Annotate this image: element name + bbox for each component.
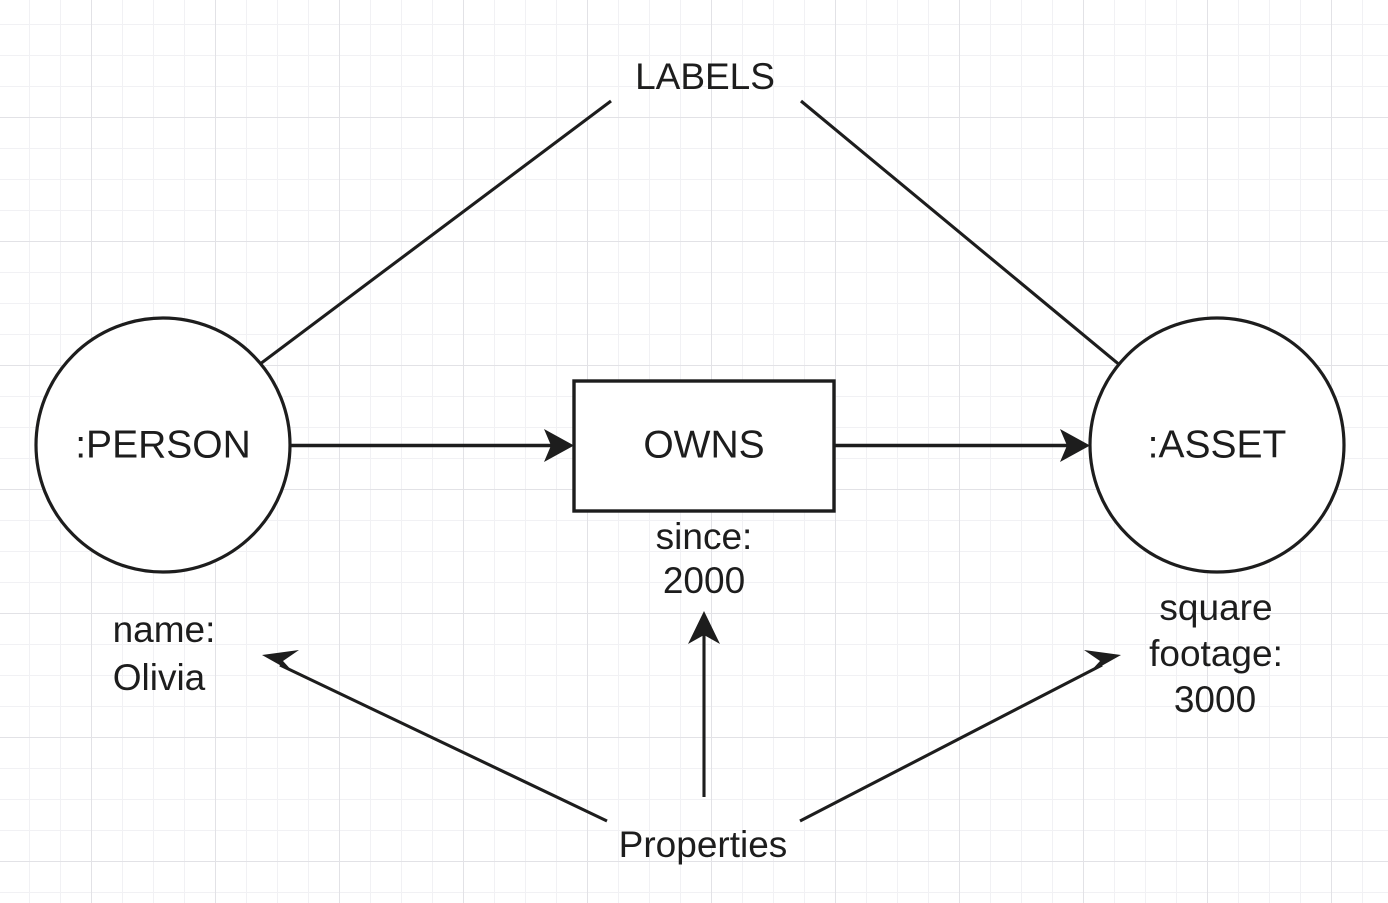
property-label-owns-line-1: since: <box>656 516 753 557</box>
edge-owns-to-asset[interactable] <box>834 429 1090 462</box>
arrow-head-icon <box>688 611 720 644</box>
property-label-asset-line-1: square <box>1159 587 1272 628</box>
arrow-head-icon <box>262 650 299 673</box>
edge-properties-to-name-property-line <box>279 663 608 823</box>
edge-labels-to-person-line <box>211 99 612 402</box>
edge-labels-to-asset-line <box>800 99 1163 402</box>
arrow-head-icon <box>1084 650 1121 673</box>
property-label-asset-line-3: 3000 <box>1174 679 1256 720</box>
relationship-owns[interactable]: OWNS <box>572 379 836 513</box>
node-asset[interactable]: :ASSET <box>1088 316 1346 574</box>
node-asset-label: :ASSET <box>1148 423 1287 466</box>
edge-properties-to-since-property[interactable] <box>688 611 720 797</box>
property-label-owns-line-2: 2000 <box>663 560 745 601</box>
node-person[interactable]: :PERSON <box>34 316 292 574</box>
property-label-asset-line-2: footage: <box>1149 633 1283 674</box>
annotation-properties: Properties <box>619 824 788 865</box>
relationship-owns-label: OWNS <box>643 423 764 466</box>
arrow-head-icon <box>544 429 574 462</box>
edge-properties-to-footage-property[interactable] <box>799 650 1121 823</box>
property-label-asset: square footage: 3000 <box>1149 587 1283 720</box>
property-label-person-line-1: name: <box>113 609 216 650</box>
property-label-person-line-2: Olivia <box>113 657 206 698</box>
edge-person-to-owns[interactable] <box>290 429 574 462</box>
property-label-owns: since: 2000 <box>656 516 753 601</box>
node-asset-circle <box>1088 316 1346 574</box>
property-label-person: name: Olivia <box>113 609 216 698</box>
node-person-label: :PERSON <box>75 423 251 466</box>
edge-properties-to-footage-property-line <box>799 663 1103 823</box>
edge-properties-to-name-property[interactable] <box>262 650 608 823</box>
relationship-owns-rect <box>572 379 836 513</box>
arrow-head-icon <box>1060 429 1090 462</box>
node-person-circle <box>34 316 292 574</box>
annotation-labels: LABELS <box>635 56 775 97</box>
